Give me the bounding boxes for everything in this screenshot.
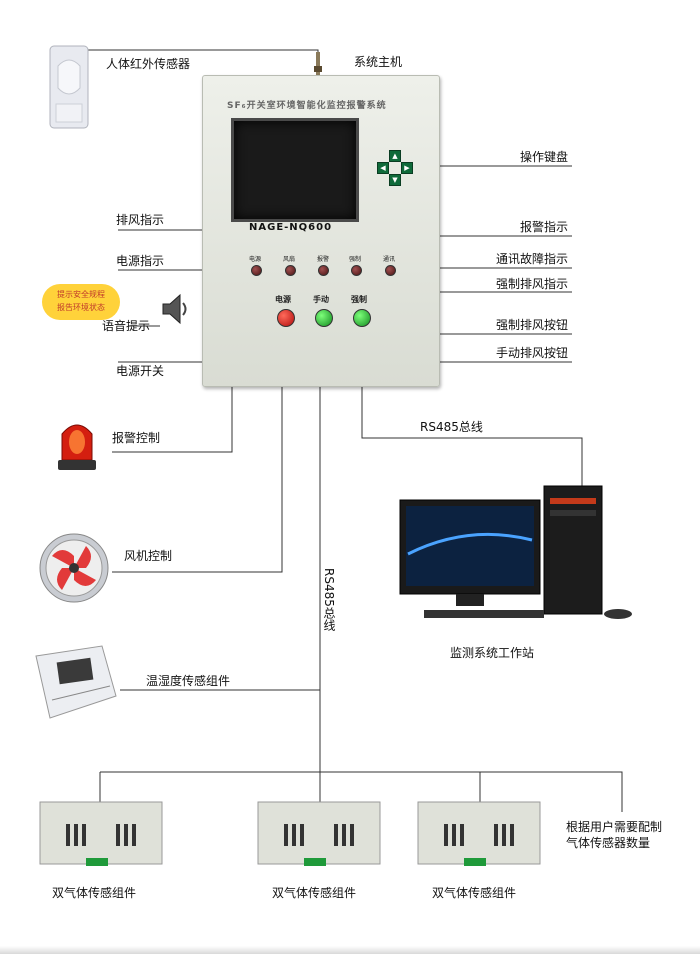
gas-module-device-2 <box>254 800 384 870</box>
bubble-line-1: 提示安全规程 <box>57 290 105 299</box>
label-forced-button: 强制排风按钮 <box>496 318 569 332</box>
label-pir-sensor: 人体红外传感器 <box>106 57 191 71</box>
label-fan-control: 风机控制 <box>124 549 173 563</box>
workstation-device <box>398 484 638 624</box>
fan-icon <box>36 530 112 606</box>
gas-module-device-1 <box>36 800 166 870</box>
alarm-led <box>318 265 329 276</box>
antenna-icon <box>314 52 322 76</box>
label-keypad: 操作键盘 <box>520 150 569 164</box>
bubble-line-2: 报告环境状态 <box>57 303 105 312</box>
line-alarm-control <box>112 386 233 453</box>
manual-button[interactable] <box>315 309 333 327</box>
label-manual-button: 手动排风按钮 <box>496 346 569 360</box>
label-forced-indicator: 强制排风指示 <box>496 277 569 291</box>
indicator-label: 风扇 <box>283 256 296 263</box>
label-alarm-control: 报警控制 <box>112 431 161 445</box>
label-host: 系统主机 <box>354 55 403 69</box>
pir-sensor-device <box>48 44 90 130</box>
label-gas-module-3: 双气体传感组件 <box>432 886 517 900</box>
button-label: 电源 <box>275 295 291 304</box>
button-label: 手动 <box>313 295 329 304</box>
label-rs485-vertical: RS485总线 <box>322 568 336 631</box>
comm-led <box>385 265 396 276</box>
label-power-indicator: 电源指示 <box>116 254 165 268</box>
forced-button[interactable] <box>353 309 371 327</box>
temp-humidity-device <box>30 642 120 722</box>
line-gas-bus <box>100 771 623 812</box>
label-gas-module-2: 双气体传感组件 <box>272 886 357 900</box>
button-label: 强制 <box>351 295 367 304</box>
panel-title: SF₆开关室环境智能化监控报警系统 <box>227 101 387 111</box>
label-exhaust-indicator: 排风指示 <box>116 213 165 227</box>
power-button[interactable] <box>277 309 295 327</box>
panel-model: NAGE-NQ600 <box>249 222 333 233</box>
gas-module-device-3 <box>414 800 544 870</box>
label-temp-humidity: 温湿度传感组件 <box>146 674 231 688</box>
label-workstation: 监测系统工作站 <box>450 646 535 660</box>
key-down-icon[interactable]: ▼ <box>389 174 401 186</box>
speech-bubble: 提示安全规程 报告环境状态 <box>42 284 120 320</box>
power-led <box>251 265 262 276</box>
forced-led <box>351 265 362 276</box>
indicator-label: 电源 <box>249 256 262 263</box>
indicator-label: 通讯 <box>383 256 396 263</box>
label-rs485-right: RS485总线 <box>420 420 483 434</box>
label-config-note-2: 气体传感器数量 <box>566 836 651 850</box>
label-comm-fault: 通讯故障指示 <box>496 252 569 266</box>
key-up-icon[interactable]: ▲ <box>389 150 401 162</box>
host-panel: SF₆开关室环境智能化监控报警系统 ▲ ◀ ▶ ▼ NAGE-NQ600 电源 … <box>202 75 440 387</box>
fan-led <box>285 265 296 276</box>
alarm-lamp-icon <box>54 412 100 474</box>
indicator-label: 强制 <box>349 256 362 263</box>
label-alarm-indicator: 报警指示 <box>520 220 569 234</box>
lcd-screen <box>231 118 359 222</box>
label-config-note-1: 根据用户需要配制 <box>566 820 663 834</box>
label-power-switch: 电源开关 <box>116 364 165 378</box>
speaker-icon <box>160 292 190 326</box>
label-gas-module-1: 双气体传感组件 <box>52 886 137 900</box>
key-left-icon[interactable]: ◀ <box>377 162 389 174</box>
key-right-icon[interactable]: ▶ <box>401 162 413 174</box>
indicator-label: 报警 <box>317 256 330 263</box>
line-fan-control <box>112 386 283 573</box>
line-rs485-right <box>361 386 583 486</box>
label-voice-prompt: 语音提示 <box>102 319 151 333</box>
